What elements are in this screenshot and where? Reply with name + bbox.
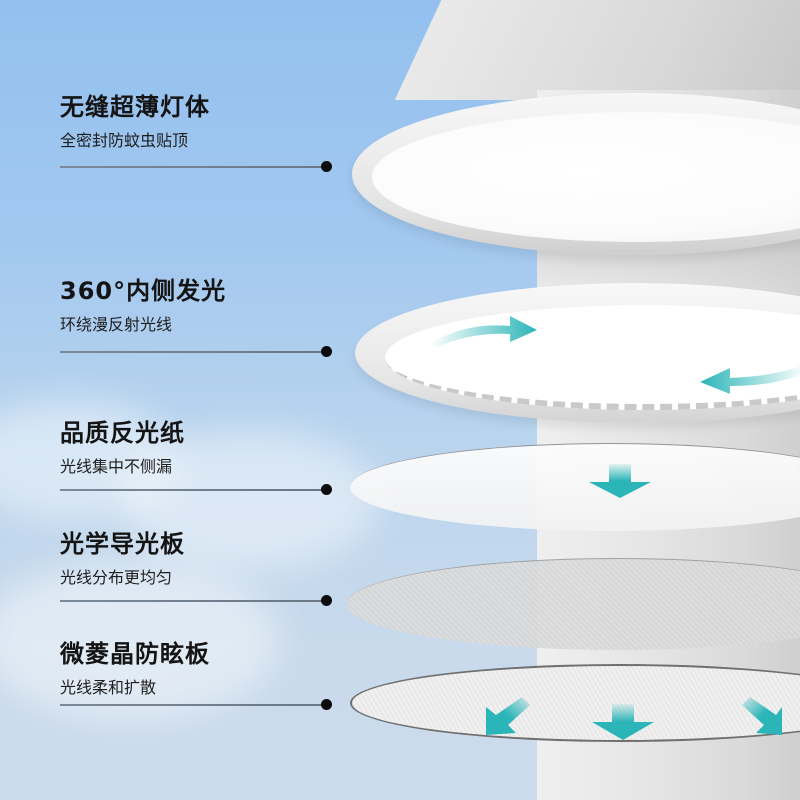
leader-dot xyxy=(321,161,332,172)
rotate-right-arrow-icon xyxy=(430,316,537,348)
leader-line xyxy=(60,704,326,706)
rotate-left-arrow-icon xyxy=(700,366,800,394)
leader-line xyxy=(60,489,326,491)
feature-title: 品质反光纸 xyxy=(60,419,185,447)
reflective-paper-layer xyxy=(350,443,800,531)
feature-reflective-paper: 品质反光纸 光线集中不侧漏 xyxy=(60,419,332,495)
ceiling xyxy=(394,0,800,100)
lamp-frame-face xyxy=(372,112,800,242)
led-ring-face xyxy=(385,305,800,410)
feature-subtitle: 光线集中不侧漏 xyxy=(60,457,173,476)
leader-dot xyxy=(321,699,332,710)
leader-dot xyxy=(321,346,332,357)
leader-line xyxy=(60,351,326,353)
feature-subtitle: 光线柔和扩散 xyxy=(60,678,157,697)
down-left-arrow-icon xyxy=(486,697,530,735)
feature-title: 微菱晶防眩板 xyxy=(60,640,210,668)
feature-light-guide-plate: 光学导光板 光线分布更均匀 xyxy=(60,530,332,606)
down-arrow-icon xyxy=(589,464,651,498)
feature-subtitle: 全密封防蚊虫贴顶 xyxy=(60,131,189,150)
feature-subtitle: 环绕漫反射光线 xyxy=(60,315,173,334)
feature-360-inner-light: 360°内侧发光 环绕漫反射光线 xyxy=(60,277,332,357)
cloud xyxy=(120,430,380,570)
cloud xyxy=(0,400,180,520)
feature-anti-glare-plate: 微菱晶防眩板 光线柔和扩散 xyxy=(60,640,332,710)
down-right-arrow-icon xyxy=(742,697,782,735)
light-guide-plate-layer xyxy=(347,558,800,650)
leader-line xyxy=(60,166,326,168)
anti-glare-diffuser-layer xyxy=(350,664,800,742)
feature-title: 光学导光板 xyxy=(60,530,185,558)
down-arrow-icon xyxy=(592,704,654,740)
feature-title: 无缝超薄灯体 xyxy=(60,93,210,121)
leader-dot xyxy=(321,595,332,606)
feature-seamless-body: 无缝超薄灯体 全密封防蚊虫贴顶 xyxy=(60,93,332,172)
leader-dot xyxy=(321,484,332,495)
cloud xyxy=(0,560,280,720)
leader-line xyxy=(60,600,326,602)
feature-subtitle: 光线分布更均匀 xyxy=(60,568,173,587)
feature-title: 360°内侧发光 xyxy=(60,277,227,305)
